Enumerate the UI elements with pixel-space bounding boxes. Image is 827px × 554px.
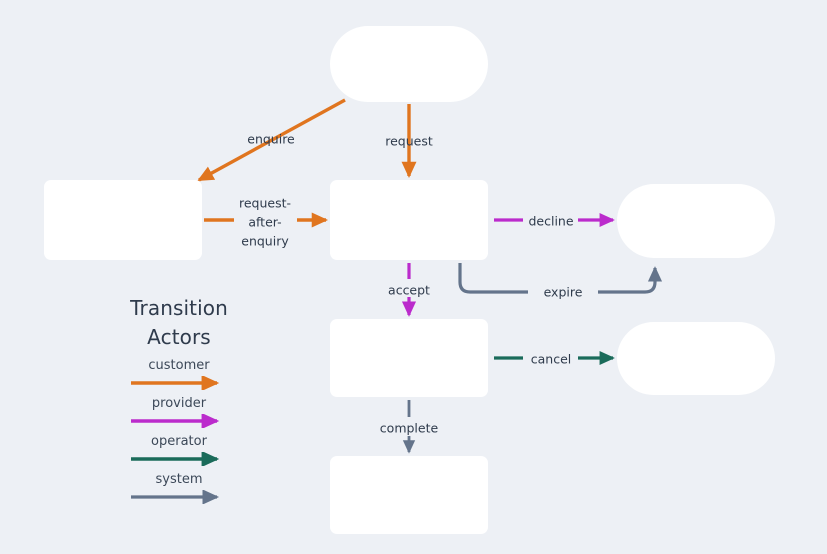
- legend-swatch-customer-icon: [131, 376, 220, 390]
- legend-swatch-provider-icon: [131, 414, 220, 428]
- legend-entry-customer: customer: [128, 356, 230, 390]
- edge-path-enquire: [197, 98, 346, 182]
- legend-entry-operator: operator: [128, 432, 230, 466]
- legend-entry-provider: provider: [128, 394, 230, 428]
- legend-entry-label-provider: provider: [151, 396, 207, 411]
- state-node-center[interactable]: [330, 180, 488, 260]
- legend-entry-label-operator: operator: [151, 434, 207, 449]
- state-node-right-top[interactable]: [617, 184, 775, 258]
- edge-path-expire-head: [598, 266, 663, 294]
- legend-swatch-system-icon: [131, 490, 220, 504]
- legend: Transition Actors customer provider oper…: [128, 294, 230, 504]
- state-node-top[interactable]: [330, 26, 488, 102]
- state-node-left[interactable]: [44, 180, 202, 260]
- state-node-right-bottom[interactable]: [617, 322, 775, 395]
- legend-swatch-operator-icon: [131, 452, 220, 466]
- legend-title: Transition Actors: [130, 296, 228, 349]
- legend-entry-system: system: [128, 470, 230, 504]
- state-node-bottom[interactable]: [330, 456, 488, 534]
- legend-entry-label-customer: customer: [148, 358, 210, 373]
- legend-entry-label-system: system: [155, 472, 203, 487]
- edge-path-expire: [458, 263, 528, 294]
- state-node-middle[interactable]: [330, 319, 488, 397]
